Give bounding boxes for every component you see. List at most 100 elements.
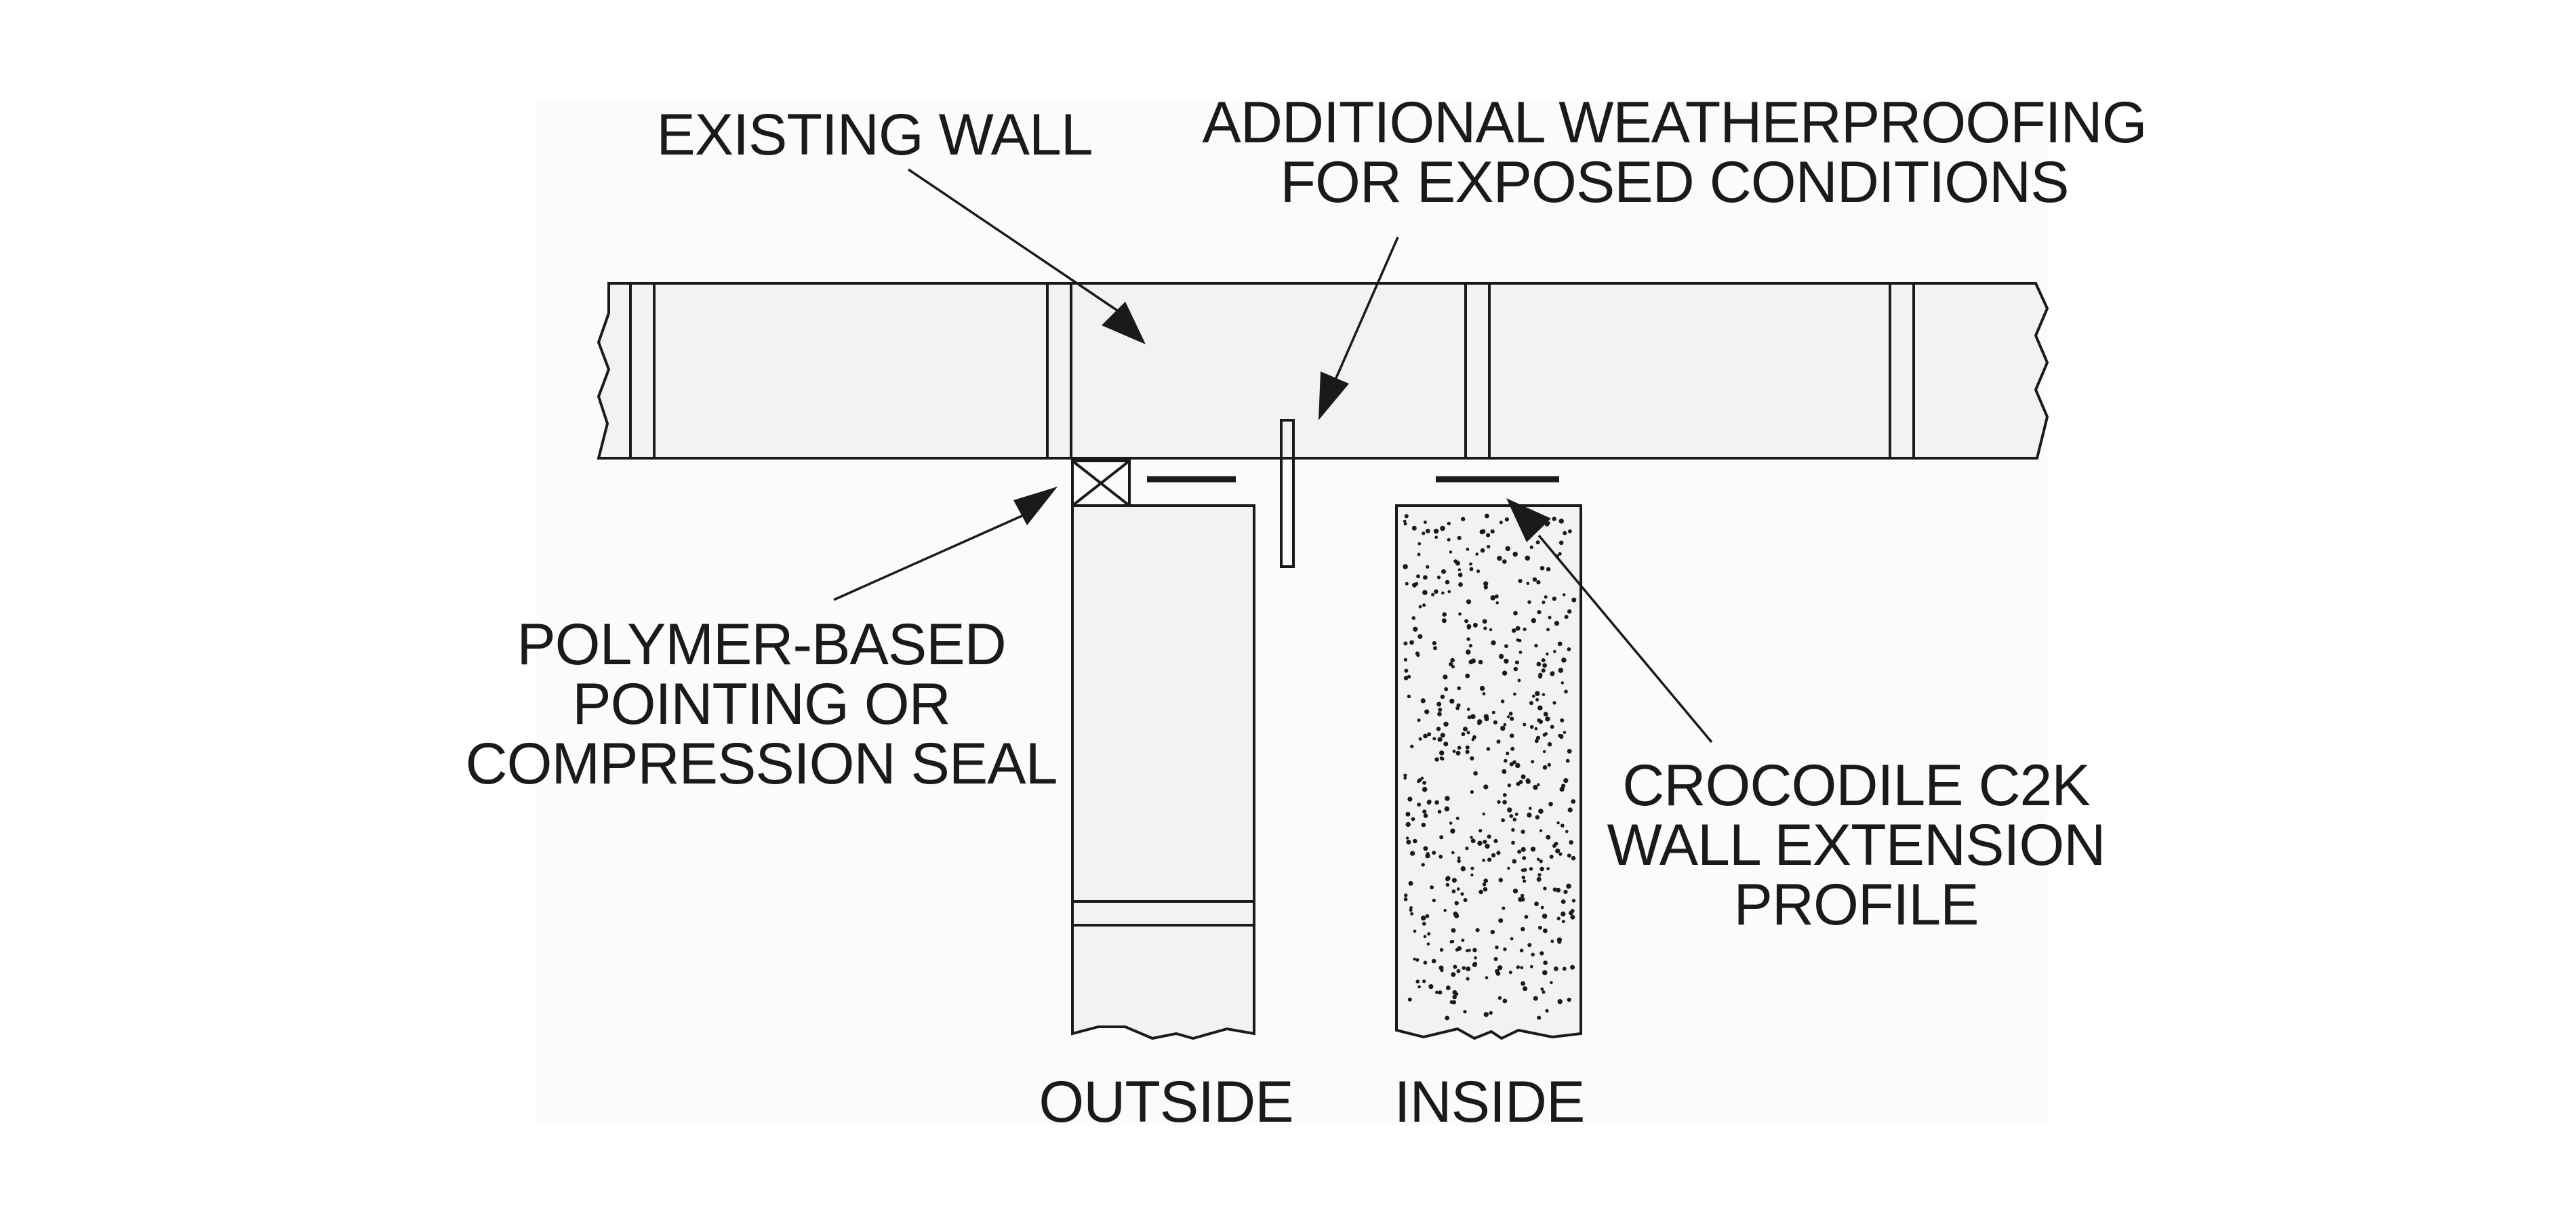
stipple-dot — [1534, 643, 1538, 648]
stipple-dot — [1524, 914, 1529, 919]
stipple-dot — [1504, 758, 1508, 763]
stipple-dot — [1482, 882, 1487, 887]
stipple-dot — [1460, 892, 1464, 896]
weatherproofing-leader — [1319, 237, 1399, 420]
stipple-dot — [1509, 762, 1514, 767]
stipple-dot — [1487, 857, 1492, 862]
stipple-dot — [1553, 649, 1556, 653]
stipple-dot — [1404, 893, 1408, 897]
stipple-dot — [1496, 851, 1501, 855]
stipple-dot — [1542, 765, 1548, 770]
stipple-dot — [1476, 569, 1481, 573]
stipple-dot — [1535, 691, 1540, 696]
stipple-dot — [1483, 887, 1488, 892]
stipple-dot — [1422, 979, 1426, 983]
stipple-dot — [1529, 725, 1534, 729]
polymer-label-line3: COMPRESSION SEAL — [466, 731, 1058, 796]
stipple-dot — [1563, 531, 1567, 535]
stipple-dot — [1443, 721, 1449, 727]
stipple-dot — [1449, 550, 1453, 554]
stipple-dot — [1520, 966, 1524, 970]
stipple-dot — [1567, 609, 1572, 614]
stipple-dot — [1455, 816, 1460, 820]
stipple-dot — [1468, 644, 1472, 648]
stipple-dot — [1521, 981, 1526, 986]
stipple-dot — [1415, 979, 1420, 983]
stipple-dot — [1541, 668, 1546, 673]
stipple-dot — [1472, 962, 1477, 967]
stipple-dot — [1540, 906, 1544, 910]
stipple-dot — [1410, 744, 1414, 749]
stipple-dot — [1542, 733, 1546, 737]
weatherproofing-label-line2: FOR EXPOSED CONDITIONS — [1280, 150, 2068, 215]
stipple-dot — [1515, 762, 1521, 769]
stipple-dot — [1550, 939, 1554, 943]
stipple-dot — [1453, 964, 1457, 969]
stipple-dot — [1539, 566, 1545, 571]
stipple-dot — [1548, 802, 1553, 807]
stipple-dot — [1509, 733, 1514, 738]
stipple-dot — [1407, 674, 1411, 679]
stipple-dot — [1516, 638, 1520, 642]
stipple-dot — [1441, 618, 1447, 624]
stipple-dot — [1407, 997, 1412, 1002]
stipple-dot — [1451, 665, 1455, 669]
stipple-dot — [1485, 976, 1489, 979]
stipple-dot — [1445, 985, 1451, 990]
stipple-dot — [1517, 678, 1521, 683]
stipple-dot — [1514, 812, 1518, 816]
stipple-dot — [1406, 839, 1411, 845]
stipple-dot — [1445, 876, 1451, 881]
stipple-dot — [1502, 800, 1507, 805]
stipple-dot — [1403, 564, 1408, 569]
stipple-dot — [1422, 781, 1427, 785]
stipple-dot — [1443, 674, 1448, 680]
stipple-dot — [1516, 781, 1521, 786]
stipple-dot — [1502, 998, 1508, 1004]
stipple-dot — [1565, 830, 1569, 834]
stipple-dot — [1531, 952, 1535, 957]
stipple-dot — [1483, 878, 1488, 883]
c2k-label-line1: CROCODILE C2K — [1622, 753, 2090, 818]
stipple-dot — [1504, 644, 1508, 649]
stipple-dot — [1470, 658, 1476, 664]
polymer-label-line2: POINTING OR — [572, 672, 950, 737]
stipple-dot — [1418, 737, 1422, 741]
stipple-dot — [1423, 733, 1428, 739]
stipple-dot — [1441, 591, 1445, 595]
stipple-dot — [1554, 967, 1558, 971]
arrowhead — [1319, 371, 1349, 420]
stipple-dot — [1495, 601, 1499, 605]
stipple-dot — [1537, 610, 1542, 615]
stipple-dot — [1539, 866, 1544, 872]
arrowhead — [1506, 498, 1551, 542]
stipple-dot — [1567, 998, 1571, 1002]
stipple-dot — [1554, 841, 1558, 846]
stipple-dot — [1563, 778, 1569, 784]
stipple-dot — [1458, 612, 1462, 616]
stipple-dot — [1507, 784, 1512, 788]
stipple-dot — [1556, 887, 1561, 893]
stipple-dot — [1467, 715, 1472, 720]
stipple-dot — [1552, 887, 1557, 892]
stipple-dot — [1443, 741, 1449, 747]
stipple-dot — [1519, 948, 1524, 953]
stipple-dot — [1444, 806, 1450, 812]
stipple-dot — [1432, 640, 1436, 646]
stipple-dot — [1521, 774, 1526, 779]
stipple-dot — [1511, 840, 1515, 845]
stipple-dot — [1535, 697, 1539, 702]
stipple-dot — [1456, 887, 1460, 891]
stipple-dot — [1449, 662, 1453, 667]
stipple-dot — [1544, 595, 1548, 599]
stipple-dot — [1506, 715, 1510, 718]
outside-label: OUTSIDE — [1039, 1070, 1293, 1135]
stipple-dot — [1526, 582, 1530, 586]
leader-line — [908, 168, 1118, 312]
stipple-dot — [1426, 852, 1430, 855]
stipple-dot — [1478, 829, 1483, 833]
stipple-dot — [1483, 784, 1489, 790]
stipple-dot — [1521, 893, 1525, 898]
stipple-dot — [1570, 914, 1575, 920]
stipple-dot — [1493, 838, 1498, 843]
